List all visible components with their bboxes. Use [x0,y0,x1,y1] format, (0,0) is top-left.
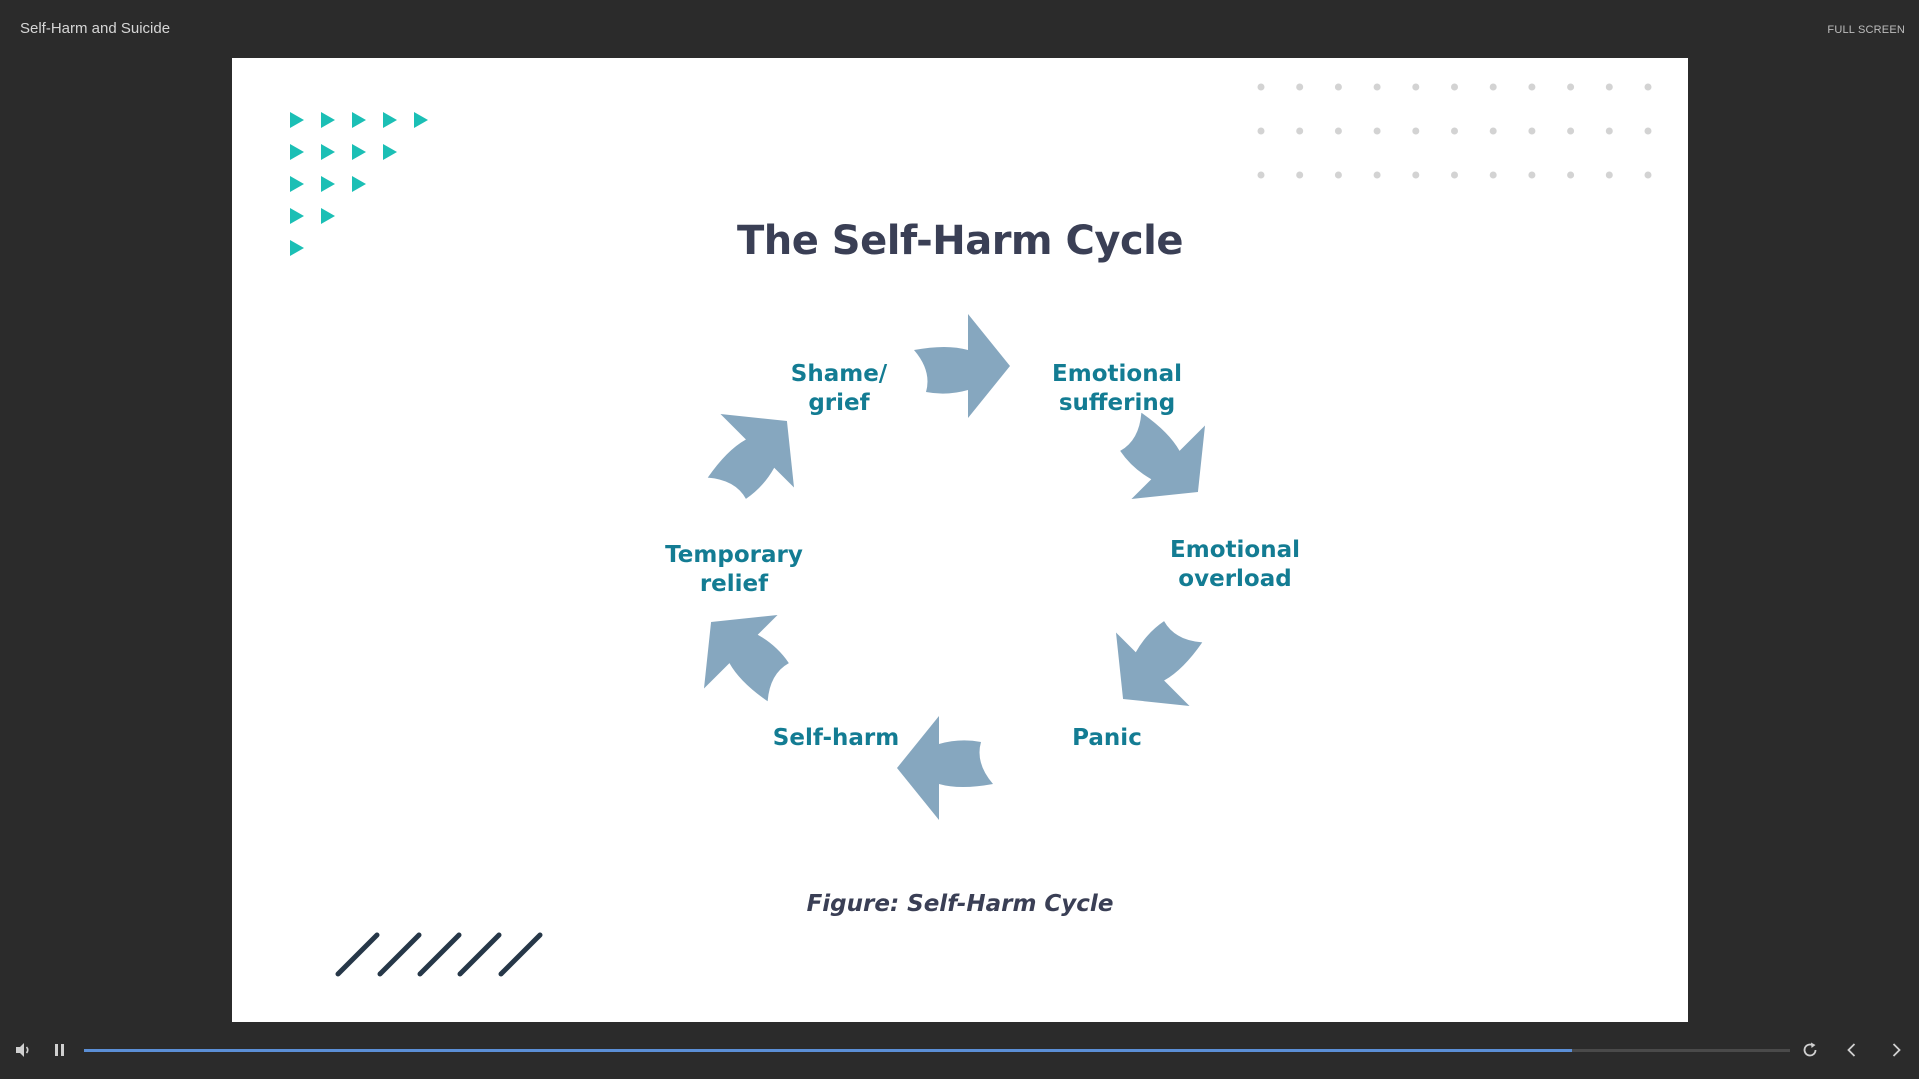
triangle-mark [290,112,304,128]
dot-mark [1528,171,1536,179]
dot-mark [1334,83,1342,91]
dot-mark [1412,171,1420,179]
speaker-icon[interactable] [12,1038,36,1062]
label-temporary-relief: Temporary relief [665,542,803,597]
triangle-mark [383,112,397,128]
dot-mark [1644,83,1652,91]
chevron-left-icon[interactable] [1840,1038,1864,1062]
cycle-arrows [703,314,1206,820]
triangle-pattern [290,112,428,256]
dot-mark [1334,127,1342,135]
dot-mark [1412,83,1420,91]
dot-mark [1489,83,1497,91]
triangle-mark [290,240,304,256]
player-controls [0,1022,1919,1079]
dot-mark [1373,127,1381,135]
dot-mark [1567,83,1575,91]
slash-mark [377,932,422,977]
dot-mark [1412,127,1420,135]
triangle-mark [352,176,366,192]
figure-caption: Figure: Self-Harm Cycle [806,891,1114,917]
dot-mark [1296,83,1304,91]
triangle-mark [414,112,428,128]
triangle-mark [352,144,366,160]
cycle-arrow [1115,621,1203,707]
chevron-right-icon[interactable] [1884,1038,1908,1062]
course-title: Self-Harm and Suicide [20,20,171,37]
dot-mark [1528,83,1536,91]
dot-grid-pattern [1257,83,1652,179]
dot-mark [1605,127,1613,135]
dot-mark [1528,127,1536,135]
dot-mark [1373,83,1381,91]
triangle-mark [383,144,397,160]
dot-mark [1373,171,1381,179]
player-topbar: Self-Harm and Suicide FULL SCREEN [0,0,1919,58]
cycle-arrow [703,614,789,702]
triangle-mark [290,144,304,160]
slash-mark [498,932,543,977]
dot-mark [1644,171,1652,179]
slash-pattern [335,932,543,977]
dot-mark [1296,171,1304,179]
triangle-mark [321,208,335,224]
progress-bar[interactable] [84,1049,1790,1052]
triangle-mark [352,112,366,128]
cycle-arrow [707,413,795,499]
dot-mark [1644,127,1652,135]
dot-mark [1257,171,1265,179]
dot-mark [1296,127,1304,135]
cycle-arrow [897,716,993,820]
label-shame-grief: Shame/ grief [790,361,888,416]
replay-icon[interactable] [1798,1038,1822,1062]
cycle-arrow [1120,412,1206,500]
dot-mark [1451,171,1458,179]
slide-decorations [290,83,1652,977]
triangle-mark [321,144,335,160]
triangle-mark [290,176,304,192]
dot-mark [1567,127,1575,135]
dot-mark [1605,171,1613,179]
label-panic: Panic [1072,725,1142,751]
slash-mark [335,932,380,977]
triangle-mark [290,208,304,224]
dot-mark [1567,171,1575,179]
dot-mark [1257,83,1265,91]
dot-mark [1451,83,1458,91]
dot-mark [1605,83,1613,91]
label-emotional-overload: Emotional overload [1170,537,1300,592]
dot-mark [1489,171,1497,179]
dot-mark [1451,127,1458,135]
pause-icon[interactable] [48,1038,72,1062]
fullscreen-button[interactable]: FULL SCREEN [1827,24,1905,36]
label-emotional-suffering: Emotional suffering [1052,361,1182,416]
cycle-arrow [914,314,1010,418]
triangle-mark [321,176,335,192]
label-self-harm: Self-harm [772,725,900,751]
slash-mark [457,932,502,977]
dot-mark [1334,171,1342,179]
progress-fill [84,1049,1572,1052]
slide-title: The Self-Harm Cycle [736,218,1184,264]
dot-mark [1489,127,1497,135]
dot-mark [1257,127,1265,135]
slide-canvas: The Self-Harm Cycle Shame/ grief Emotion… [232,58,1688,1022]
slash-mark [417,932,462,977]
triangle-mark [321,112,335,128]
